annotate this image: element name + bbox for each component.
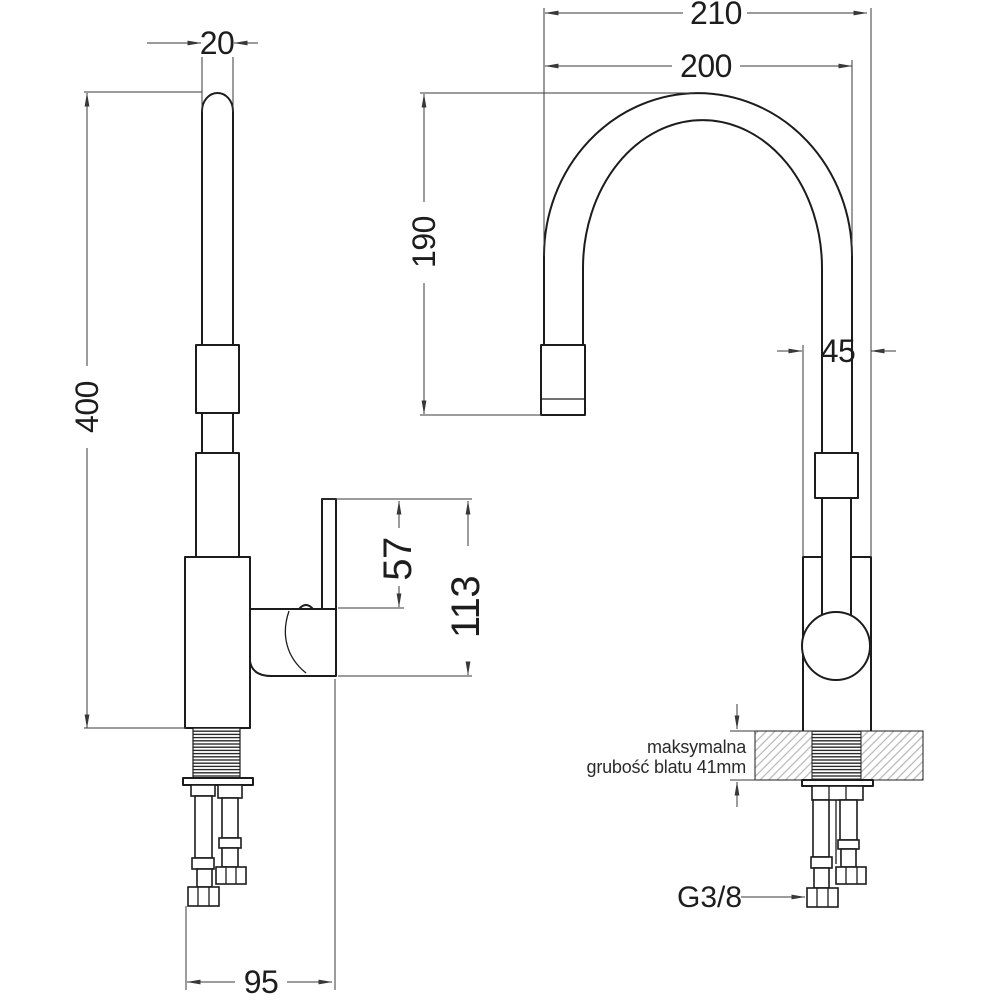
dim-label-spout-tube-width: 20	[200, 25, 235, 61]
handle-pivot-curve	[284, 610, 307, 674]
dimensions: 20 400 210 200 190	[69, 0, 896, 1000]
dim-label-overall-width: 210	[690, 0, 742, 31]
dim-body-width: 45	[777, 333, 896, 556]
dim-label-handle-span: 113	[444, 576, 488, 638]
hose-nut	[187, 886, 220, 907]
dim-label-spout-reach: 200	[680, 48, 732, 84]
spout-nozzle	[540, 344, 586, 416]
dim-spout-tube-width: 20	[147, 25, 258, 112]
side-view	[182, 92, 337, 907]
dim-label-body-width: 45	[821, 333, 856, 369]
countertop-note-line1: maksymalna	[647, 737, 747, 757]
spout-tube	[201, 92, 234, 346]
spout-collar	[814, 452, 859, 499]
handle-lever	[321, 498, 337, 611]
main-body	[184, 556, 251, 729]
countertop	[754, 730, 924, 781]
mounting-flange	[182, 777, 254, 786]
dim-total-height: 400	[69, 91, 202, 729]
dim-base-depth: 95	[185, 679, 336, 1000]
handle-pivot-bump	[298, 604, 314, 610]
hose-nut	[806, 887, 839, 908]
mounting-thread	[192, 727, 241, 779]
dim-label-total-height: 400	[69, 381, 105, 433]
dim-spout-height: 190	[406, 92, 694, 416]
supply-hose-left	[806, 799, 839, 908]
mounting-nut	[811, 785, 864, 801]
label-thread-size: G3/8	[677, 881, 806, 914]
dim-handle-offset: 57	[338, 500, 420, 609]
note-countertop-thickness: maksymalna grubość blatu 41mm	[587, 704, 756, 807]
supply-hose-right	[835, 799, 867, 885]
ball-joint	[801, 611, 871, 681]
thread-size-label: G3/8	[677, 881, 742, 914]
supply-hose-left	[187, 784, 220, 907]
mounting-flange	[801, 779, 874, 787]
neck-sides	[821, 497, 852, 617]
countertop-note-line2: grubość blatu 41mm	[587, 757, 746, 777]
hose-nut	[835, 866, 867, 885]
dim-spout-reach: 200	[544, 48, 853, 256]
upper-body	[195, 452, 240, 558]
dim-label-base-depth: 95	[244, 964, 279, 1000]
hose-nut	[215, 866, 247, 885]
spout-collar	[195, 344, 240, 414]
spout-neck	[201, 412, 234, 454]
dim-label-spout-height: 190	[406, 216, 442, 268]
dim-label-handle-offset: 57	[376, 537, 420, 581]
gooseneck-spout	[543, 92, 853, 454]
handle-pivot	[249, 608, 337, 677]
mounting-thread	[811, 730, 862, 781]
front-view	[540, 92, 924, 908]
dim-handle-span: 113	[322, 498, 488, 677]
dim-overall-width: 210	[543, 0, 872, 557]
supply-hose-right	[215, 784, 247, 885]
